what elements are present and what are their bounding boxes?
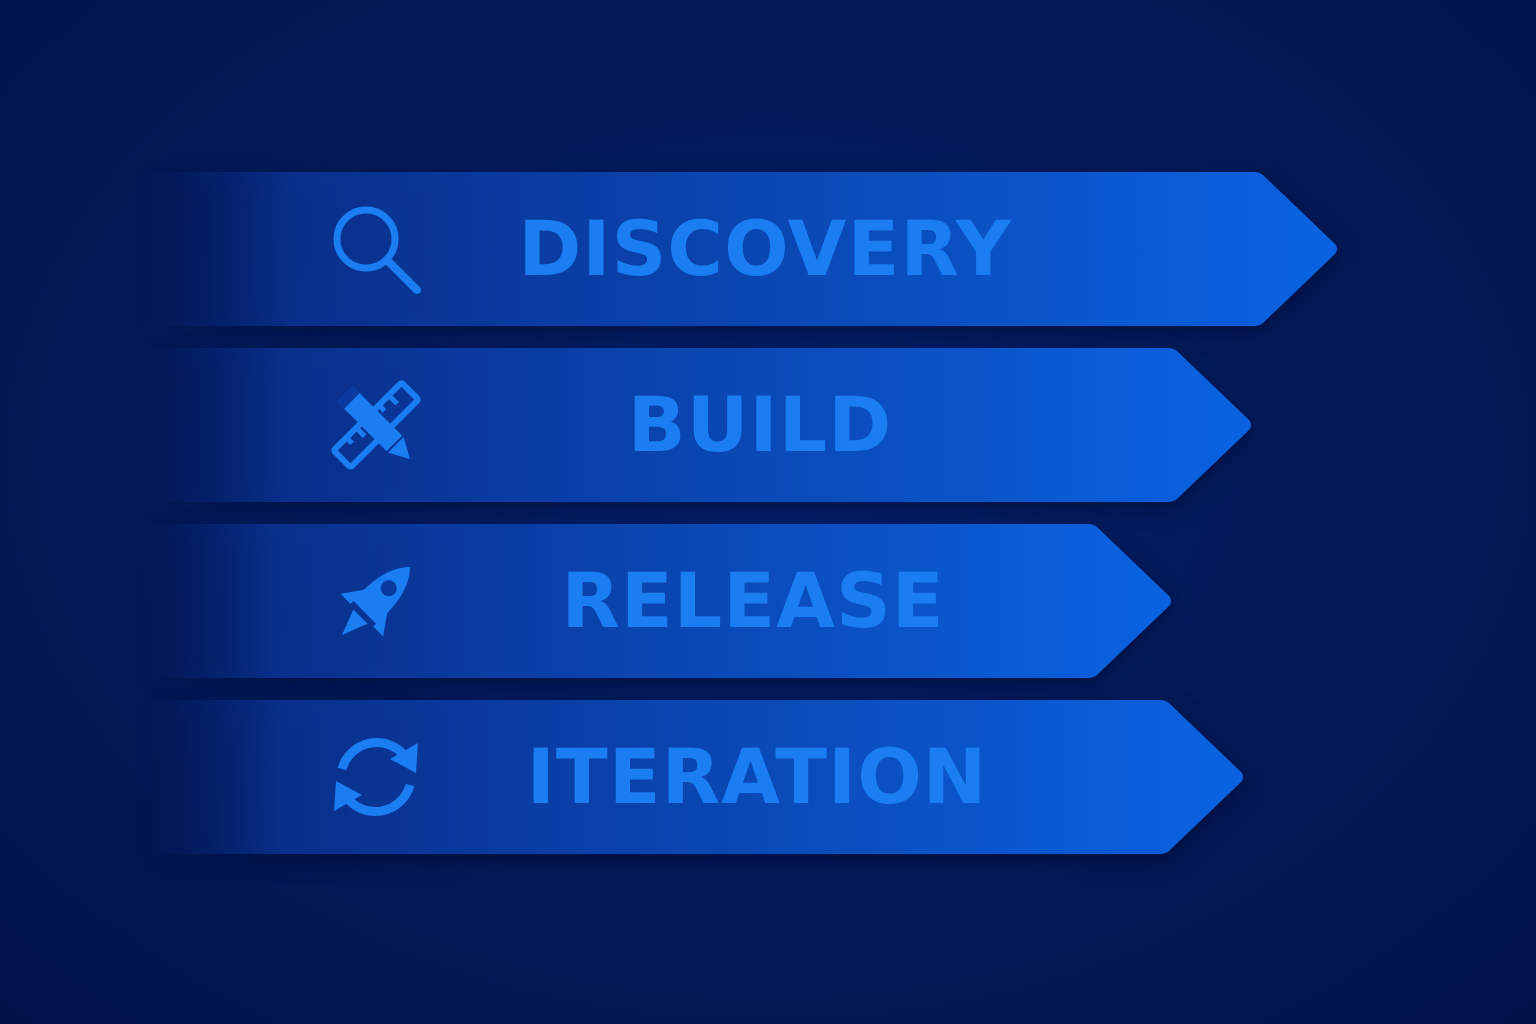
stage-label: ITERATION <box>526 732 988 821</box>
refresh-cycle-icon <box>326 727 426 827</box>
stage-release: RELEASE <box>150 524 1174 678</box>
arrow-banner <box>150 348 1251 502</box>
stage-label: RELEASE <box>561 556 945 645</box>
arrow-banner <box>150 700 1243 854</box>
pencil-ruler-icon <box>326 375 426 475</box>
stage-discovery: DISCOVERY <box>150 172 1340 326</box>
stage-label: BUILD <box>627 380 893 469</box>
stage-build: BUILD <box>150 348 1254 502</box>
arrow-banner <box>150 172 1337 326</box>
arrow-banner <box>150 524 1171 678</box>
rocket-icon <box>326 551 426 651</box>
stage-iteration: ITERATION <box>150 700 1246 854</box>
magnifying-glass-icon <box>326 199 426 299</box>
stage-label: DISCOVERY <box>518 204 1012 293</box>
